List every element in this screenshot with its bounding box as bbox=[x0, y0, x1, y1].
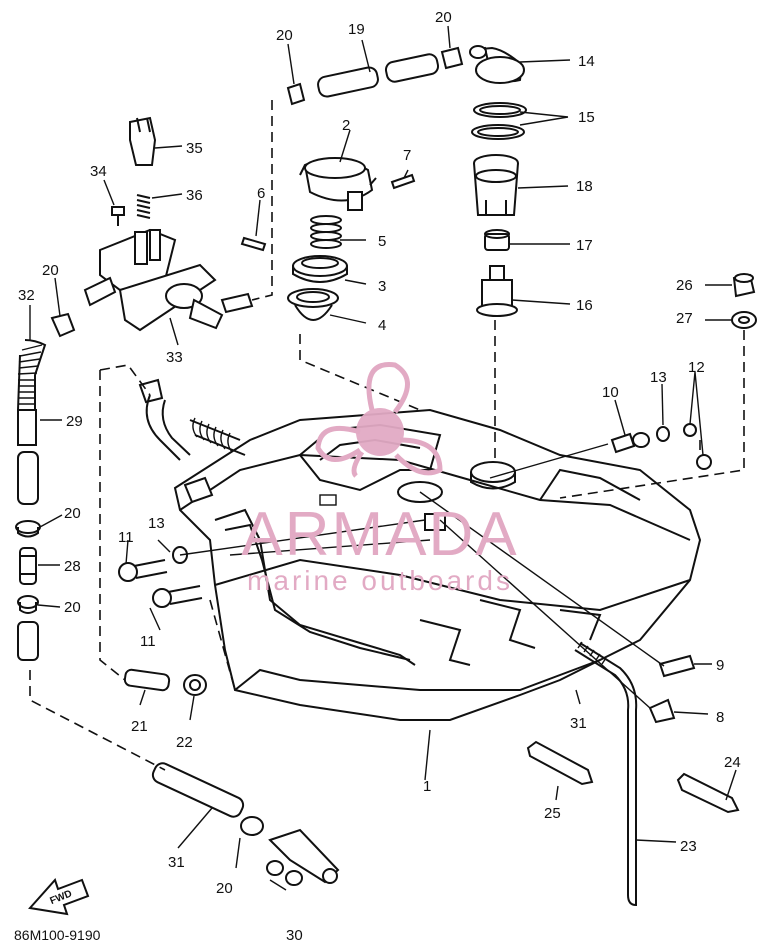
vent-hose bbox=[138, 378, 246, 461]
callout-33: 33 bbox=[166, 349, 183, 366]
filler-neck bbox=[287, 288, 339, 321]
callout-3: 3 bbox=[378, 278, 386, 295]
callout-20e: 20 bbox=[64, 599, 81, 616]
callout-20d: 20 bbox=[64, 505, 81, 522]
cap-26 bbox=[732, 273, 756, 298]
plug-8 bbox=[648, 698, 676, 724]
clamp-20b bbox=[15, 520, 41, 538]
watermark: ARMADA marine outboards bbox=[241, 362, 518, 596]
fuel-cock bbox=[83, 228, 254, 332]
callout-21: 21 bbox=[131, 718, 148, 735]
callout-19: 19 bbox=[348, 21, 365, 38]
callout-8: 8 bbox=[716, 709, 724, 726]
clamp-22 bbox=[183, 674, 207, 696]
hose-lower bbox=[17, 621, 39, 661]
callouts: 1 2 3 4 5 6 7 8 9 10 11 11 12 13 13 14 1… bbox=[18, 9, 741, 944]
callout-32: 32 bbox=[18, 287, 35, 304]
gauge-sleeve bbox=[473, 154, 519, 216]
callout-34: 34 bbox=[90, 163, 107, 180]
clamp-20c bbox=[17, 595, 39, 614]
callout-13b: 13 bbox=[148, 515, 165, 532]
callout-25: 25 bbox=[544, 805, 561, 822]
callout-23: 23 bbox=[680, 838, 697, 855]
watermark-logo bbox=[315, 362, 443, 478]
callout-31b: 31 bbox=[570, 715, 587, 732]
joint-28 bbox=[19, 547, 37, 585]
leader-lines bbox=[29, 25, 737, 891]
callout-18: 18 bbox=[576, 178, 593, 195]
callout-16: 16 bbox=[576, 297, 593, 314]
hose-29 bbox=[17, 451, 39, 505]
strap-25 bbox=[526, 740, 594, 786]
callout-10: 10 bbox=[602, 384, 619, 401]
fuel-cock-screw bbox=[111, 206, 125, 226]
hose-31-left bbox=[151, 762, 245, 818]
gauge-washers bbox=[471, 102, 527, 140]
callout-20a: 20 bbox=[276, 27, 293, 44]
gauge-collar bbox=[484, 229, 510, 251]
callout-4: 4 bbox=[378, 317, 386, 334]
callout-13a: 13 bbox=[650, 369, 667, 386]
diagram-code: 86M100-9190 bbox=[14, 927, 101, 943]
callout-5: 5 bbox=[378, 233, 386, 250]
callout-28: 28 bbox=[64, 558, 81, 575]
callout-9: 9 bbox=[716, 657, 724, 674]
callout-27: 27 bbox=[676, 310, 693, 327]
gauge-float bbox=[476, 265, 518, 317]
nut-12 bbox=[683, 423, 712, 470]
cap-gasket bbox=[292, 255, 348, 283]
clamp-20f bbox=[240, 816, 264, 836]
fuel-cock-spring bbox=[136, 194, 151, 219]
hose-21 bbox=[123, 668, 171, 692]
filler-cap bbox=[299, 157, 377, 211]
callout-11a: 11 bbox=[118, 529, 134, 546]
clip bbox=[390, 173, 416, 190]
callout-31a: 31 bbox=[168, 854, 185, 871]
gauge-elbow bbox=[469, 45, 525, 84]
callout-14: 14 bbox=[578, 53, 595, 70]
callout-20f: 20 bbox=[216, 880, 233, 897]
cap-spring bbox=[310, 215, 342, 249]
callout-29: 29 bbox=[66, 413, 83, 430]
clamp-20e bbox=[440, 46, 464, 70]
callout-22: 22 bbox=[176, 734, 193, 751]
callout-11b: 11 bbox=[140, 633, 156, 650]
bolt-11b bbox=[152, 585, 203, 608]
washer-13b bbox=[656, 426, 670, 442]
callout-6: 6 bbox=[257, 185, 265, 202]
bolt-11a bbox=[118, 559, 168, 582]
guide-lines bbox=[29, 100, 745, 771]
fitting-9 bbox=[658, 654, 696, 678]
callout-26: 26 bbox=[676, 277, 693, 294]
callout-20b: 20 bbox=[435, 9, 452, 26]
connector-30 bbox=[266, 828, 340, 886]
callout-2: 2 bbox=[342, 117, 350, 134]
callout-1: 1 bbox=[423, 778, 431, 795]
callout-24: 24 bbox=[724, 754, 741, 771]
callout-7: 7 bbox=[403, 147, 411, 164]
washer-27 bbox=[731, 311, 757, 329]
hose-bellows bbox=[17, 339, 47, 446]
watermark-tagline: marine outboards bbox=[247, 565, 513, 596]
strap-24 bbox=[676, 772, 740, 814]
fwd-arrow-icon: FWD bbox=[28, 878, 90, 916]
callout-30: 30 bbox=[286, 927, 303, 944]
callout-12: 12 bbox=[688, 359, 705, 376]
callout-17: 17 bbox=[576, 237, 593, 254]
fuel-tank bbox=[173, 408, 702, 721]
fuel-cock-knob bbox=[129, 116, 157, 166]
watermark-brand: ARMADA bbox=[241, 500, 518, 569]
callout-20c: 20 bbox=[42, 262, 59, 279]
callout-35: 35 bbox=[186, 140, 203, 157]
callout-15: 15 bbox=[578, 109, 595, 126]
pin bbox=[240, 236, 267, 252]
screw-10 bbox=[610, 432, 650, 454]
clamp-20d bbox=[286, 82, 306, 106]
hose-19 bbox=[317, 53, 440, 98]
clamp-20a bbox=[50, 312, 76, 338]
callout-36: 36 bbox=[186, 187, 203, 204]
